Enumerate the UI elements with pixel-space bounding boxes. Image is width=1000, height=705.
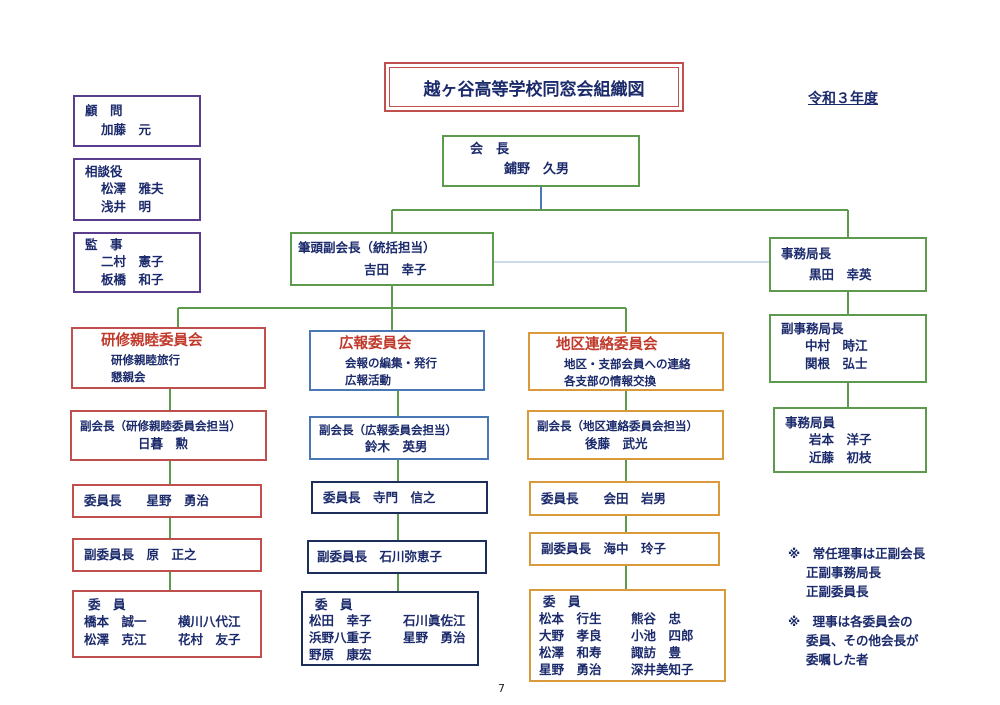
koho-members-label: 委 員 <box>315 597 353 612</box>
koho-member: 浜野八重子 <box>309 630 372 645</box>
chiku-member: 松本 行生 <box>539 611 602 626</box>
chiku-members-label: 委 員 <box>543 594 581 609</box>
chiku-duty: 地区・支部会員への連絡 <box>564 357 691 371</box>
note-line: 正副事務局長 <box>806 565 882 580</box>
kenshu-members-box: 委 員 橋本 誠一 横川八代江 松澤 克江 花村 友子 <box>72 590 262 658</box>
koho-member: 石川眞佐江 <box>403 613 466 628</box>
kenshu-duty: 懇親会 <box>111 370 146 384</box>
note-directors: ※ 理事は各委員会の 委員、その他会長が 委嘱した者 <box>788 612 919 669</box>
chiku-member: 諏訪 豊 <box>631 645 682 660</box>
chiku-member: 大野 孝良 <box>539 628 602 643</box>
chiku-vice-name: 後藤 武光 <box>585 436 648 451</box>
president-box: 会 長 鋪野 久男 <box>442 135 640 187</box>
page-title: 越ヶ谷高等学校同窓会組織図 <box>384 62 684 112</box>
note-line: 委嘱した者 <box>806 652 869 667</box>
secretariat-chief-box: 事務局長 黒田 幸英 <box>769 237 927 292</box>
chiku-member: 熊谷 忠 <box>631 611 682 626</box>
kenshu-duty: 研修親睦旅行 <box>111 353 180 367</box>
secretariat-staff-name: 岩本 洋子 <box>809 432 872 447</box>
chiku-members-box: 委 員 松本 行生 熊谷 忠 大野 孝良 小池 四郎 松澤 和寿 諏訪 豊 星野… <box>529 589 726 682</box>
chiku-vice-chair-box: 副委員長 海中 玲子 <box>529 532 720 566</box>
kenshu-member: 橋本 誠一 <box>84 614 147 629</box>
note-line: ※ 常任理事は正副会長 <box>788 546 926 561</box>
koho-chair-box: 委員長 寺門 信之 <box>311 481 488 514</box>
koho-member: 松田 幸子 <box>309 613 372 628</box>
koho-members-box: 委 員 松田 幸子 石川眞佐江 浜野八重子 星野 勇治 野原 康宏 <box>301 591 479 666</box>
secretariat-vice-box: 副事務局長 中村 時江 関根 弘士 <box>769 314 927 383</box>
chiku-committee-box: 地区連絡委員会 地区・支部会員への連絡 各支部の情報交換 <box>528 332 724 391</box>
secretariat-staff-name: 近藤 初枝 <box>809 450 872 465</box>
secretariat-chief-name: 黒田 幸英 <box>809 267 872 282</box>
kenshu-chair-box: 委員長 星野 勇治 <box>72 484 262 518</box>
kenshu-vice-name: 日暮 勲 <box>138 436 189 451</box>
koho-duty: 会報の編集・発行 <box>345 356 437 370</box>
kenshu-member: 花村 友子 <box>178 632 241 647</box>
chiku-duty: 各支部の情報交換 <box>564 374 656 388</box>
kenshu-member: 松澤 克江 <box>84 632 147 647</box>
kenshu-members-label: 委 員 <box>88 597 126 612</box>
kenshu-vice-chair-box: 副委員長 原 正之 <box>72 538 262 572</box>
koho-member: 野原 康宏 <box>309 647 372 662</box>
chiku-member: 松澤 和寿 <box>539 645 602 660</box>
counselor-name: 松澤 雅夫 <box>101 181 164 196</box>
secretariat-chief-role: 事務局長 <box>781 246 832 261</box>
vice-president-name: 吉田 幸子 <box>364 262 427 277</box>
chiku-vice-chair: 副委員長 海中 玲子 <box>541 541 667 556</box>
note-standing-directors: ※ 常任理事は正副会長 正副事務局長 正副委員長 <box>788 544 925 601</box>
kenshu-chair: 委員長 星野 勇治 <box>84 493 210 508</box>
koho-vice-box: 副会長（広報委員会担当） 鈴木 英男 <box>309 416 489 460</box>
counselor-box: 相談役 松澤 雅夫 浅井 明 <box>73 158 201 221</box>
auditor-name: 二村 憲子 <box>101 254 164 269</box>
note-line: 委員、その他会長が <box>806 633 919 648</box>
vice-president-role: 筆頭副会長（統括担当） <box>298 240 436 255</box>
koho-member: 星野 勇治 <box>403 630 466 645</box>
auditor-name: 板橋 和子 <box>101 272 164 287</box>
koho-vice-role: 副会長（広報委員会担当） <box>319 423 457 437</box>
chiku-committee-name: 地区連絡委員会 <box>556 337 658 353</box>
kenshu-member: 横川八代江 <box>178 614 241 629</box>
advisor-box: 顧 問 加藤 元 <box>73 95 201 147</box>
chiku-member: 小池 四郎 <box>631 628 694 643</box>
koho-committee-name: 広報委員会 <box>339 336 412 352</box>
page-number: 7 <box>498 682 505 695</box>
note-line: ※ 理事は各委員会の <box>788 614 913 629</box>
president-name: 鋪野 久男 <box>504 162 570 177</box>
advisor-name: 加藤 元 <box>101 122 152 137</box>
kenshu-committee-name: 研修親睦委員会 <box>101 333 203 349</box>
counselor-name: 浅井 明 <box>101 199 152 214</box>
koho-vice-chair: 副委員長 石川弥恵子 <box>317 549 443 564</box>
koho-duty: 広報活動 <box>345 373 391 387</box>
koho-vice-chair-box: 副委員長 石川弥恵子 <box>307 540 487 574</box>
fiscal-year: 令和３年度 <box>808 91 878 107</box>
president-role: 会 長 <box>470 142 510 157</box>
auditor-role: 監 事 <box>85 237 123 252</box>
chiku-member: 深井美知子 <box>631 662 694 677</box>
kenshu-vice-chair: 副委員長 原 正之 <box>84 547 197 562</box>
koho-chair: 委員長 寺門 信之 <box>323 490 436 505</box>
chiku-vice-role: 副会長（地区連絡委員会担当） <box>537 419 698 433</box>
kenshu-vice-role: 副会長（研修親睦委員会担当） <box>80 419 241 433</box>
kenshu-vice-box: 副会長（研修親睦委員会担当） 日暮 勲 <box>70 410 267 461</box>
counselor-role: 相談役 <box>85 164 123 179</box>
secretariat-staff-box: 事務局員 岩本 洋子 近藤 初枝 <box>773 407 927 473</box>
secretariat-vice-role: 副事務局長 <box>781 321 844 336</box>
kenshu-committee-box: 研修親睦委員会 研修親睦旅行 懇親会 <box>71 327 266 389</box>
advisor-role: 顧 問 <box>85 103 123 118</box>
chiku-member: 星野 勇治 <box>539 662 602 677</box>
chiku-vice-box: 副会長（地区連絡委員会担当） 後藤 武光 <box>527 410 724 460</box>
note-line: 正副委員長 <box>806 584 869 599</box>
chiku-chair: 委員長 会田 岩男 <box>541 491 667 506</box>
koho-committee-box: 広報委員会 会報の編集・発行 広報活動 <box>309 330 485 391</box>
chiku-chair-box: 委員長 会田 岩男 <box>529 481 720 516</box>
secretariat-vice-name: 中村 時江 <box>805 338 868 353</box>
auditor-box: 監 事 二村 憲子 板橋 和子 <box>73 232 201 293</box>
secretariat-staff-role: 事務局員 <box>785 415 836 430</box>
koho-vice-name: 鈴木 英男 <box>365 439 428 454</box>
vice-president-box: 筆頭副会長（統括担当） 吉田 幸子 <box>290 232 494 286</box>
secretariat-vice-name: 関根 弘士 <box>805 356 868 371</box>
